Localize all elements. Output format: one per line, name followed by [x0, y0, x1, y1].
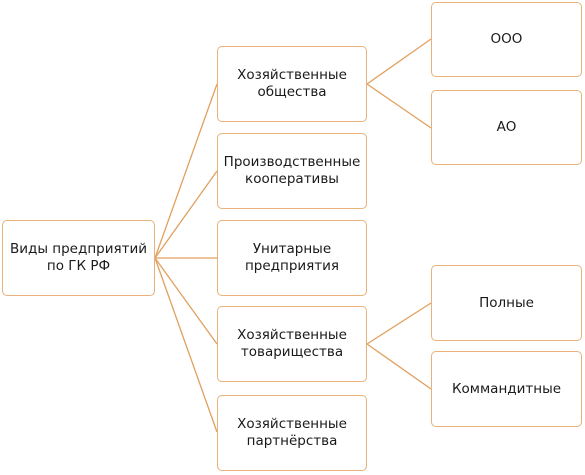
node-unitary-enterprises: Унитарные предприятия: [217, 220, 367, 296]
node-ooo-label: ООО: [490, 31, 523, 48]
root-node: Виды предприятий по ГК РФ: [2, 220, 155, 296]
connector-partnerships-full: [366, 302, 432, 345]
node-business-partnerships-line1: Хозяйственные: [237, 327, 347, 344]
node-full-partnership: Полные: [431, 265, 582, 341]
node-business-societies-line1: Хозяйственные: [237, 67, 347, 84]
node-limited-partnership: Коммандитные: [431, 351, 582, 427]
node-production-cooperatives: Производственные кооперативы: [217, 133, 367, 209]
root-node-line1: Виды предприятий: [9, 241, 148, 258]
connector-root-unions: [154, 257, 218, 433]
node-unitary-enterprises-line1: Унитарные: [252, 241, 332, 258]
root-node-line2: по ГК РФ: [46, 258, 111, 274]
node-business-societies-line2: общества: [257, 84, 327, 100]
node-business-partnerships: Хозяйственные товарищества: [217, 306, 367, 382]
connector-partnerships-limited: [366, 343, 432, 390]
node-business-partnerships-line2: товарищества: [240, 344, 344, 360]
connector-societies-ooo: [366, 38, 432, 85]
connector-societies-ao: [366, 83, 432, 129]
connector-root-partnerships: [154, 257, 218, 345]
connector-root-societies: [154, 83, 218, 259]
node-limited-partnership-label: Коммандитные: [451, 380, 562, 397]
node-business-unions-line1: Хозяйственные: [237, 416, 347, 433]
node-ao-label: АО: [496, 119, 517, 136]
node-business-unions-line2: партнёрства: [246, 433, 338, 449]
node-full-partnership-label: Полные: [479, 294, 534, 311]
node-production-cooperatives-line1: Производственные: [223, 154, 361, 171]
node-ao: АО: [431, 90, 582, 165]
node-business-societies: Хозяйственные общества: [217, 46, 367, 122]
node-ooo: ООО: [431, 2, 582, 77]
node-business-unions: Хозяйственные партнёрства: [217, 395, 367, 471]
node-unitary-enterprises-line2: предприятия: [244, 258, 340, 274]
node-production-cooperatives-line2: кооперативы: [245, 171, 339, 187]
connector-root-cooperatives: [154, 170, 218, 259]
